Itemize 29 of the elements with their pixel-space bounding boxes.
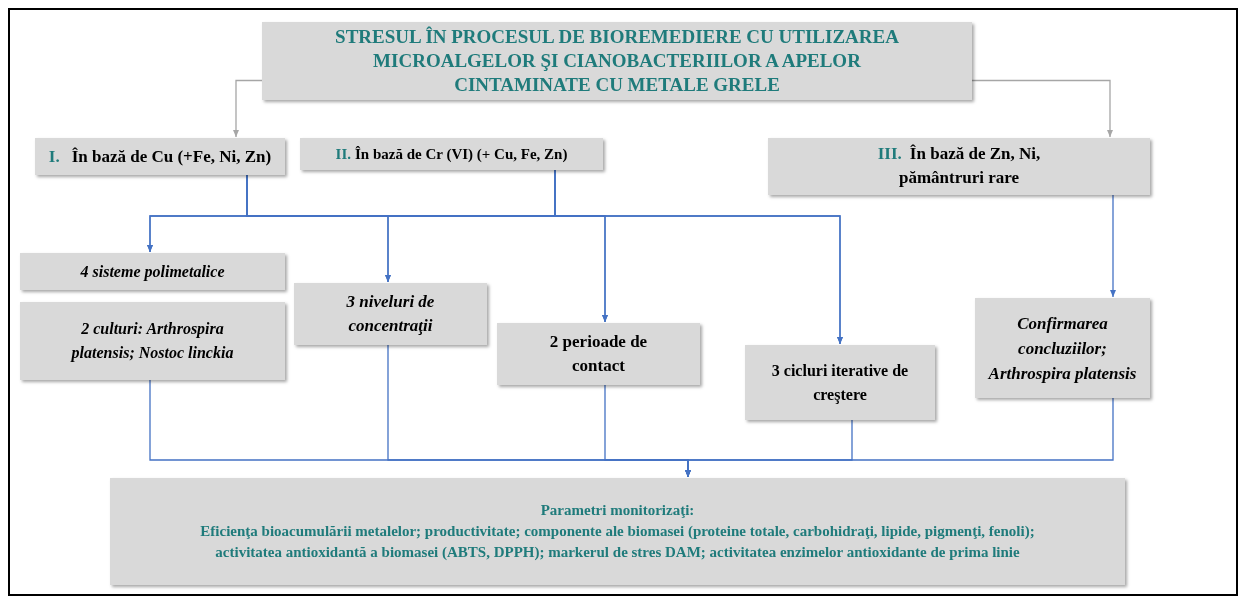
box-text: Confirmarea concluziilor; Arthrospira platensis (986, 312, 1138, 385)
box-text: 3 niveluri de concentraţii (345, 291, 436, 337)
arrow (685, 397, 1114, 478)
box-text: 2 perioade de contact (548, 331, 649, 377)
text-box (768, 138, 1150, 195)
box-text: Eficienţa bioacumulării metalelor; productivitate; componente ale biomasei (proteine totale, carbohidraţi, lipide, pigmenţi, fenoli); activitatea antioxidantă a biomasei (ABTS, DPPH); markerul de stres DAM; activitatea enzimelor antioxidante de prima linie (199, 522, 1036, 562)
box-text: 2 culturi: Arthrospira platensis; Nostoc linckia (69, 319, 235, 364)
box-text: STRESUL ÎN PROCESUL DE BIOREMEDIERE CU UTILIZAREA MICROALGELOR ŞI CIANOBACTERIILOR A APELOR CINTAMINATE CU METALE GRELE (334, 25, 900, 97)
roman-numeral: II. (335, 144, 351, 164)
heading: Parametri monitorizaţi: (540, 501, 695, 520)
box-text: 4 sisteme polimetalice (80, 261, 225, 283)
text-box (975, 298, 1150, 398)
box-text: 3 cicluri iterative de creştere (770, 360, 910, 406)
text-box (262, 22, 972, 100)
text-box (497, 323, 700, 385)
text-box (294, 283, 487, 345)
arrow (971, 79, 1113, 138)
text-box (110, 478, 1125, 585)
roman-numeral: III. (877, 144, 902, 163)
text-box (745, 345, 935, 420)
box-text: În bază de Cu (+Fe, Ni, Zn) (71, 145, 272, 168)
arrow (233, 79, 263, 138)
arrow (1110, 194, 1116, 298)
box-text: În bază de Cr (VI) (+ Cu, Fe, Zn) (355, 144, 568, 164)
roman-numeral: I. (48, 145, 60, 168)
text-box (300, 138, 603, 170)
text-box (20, 302, 285, 380)
text-box (20, 253, 285, 290)
text-box (35, 138, 285, 175)
